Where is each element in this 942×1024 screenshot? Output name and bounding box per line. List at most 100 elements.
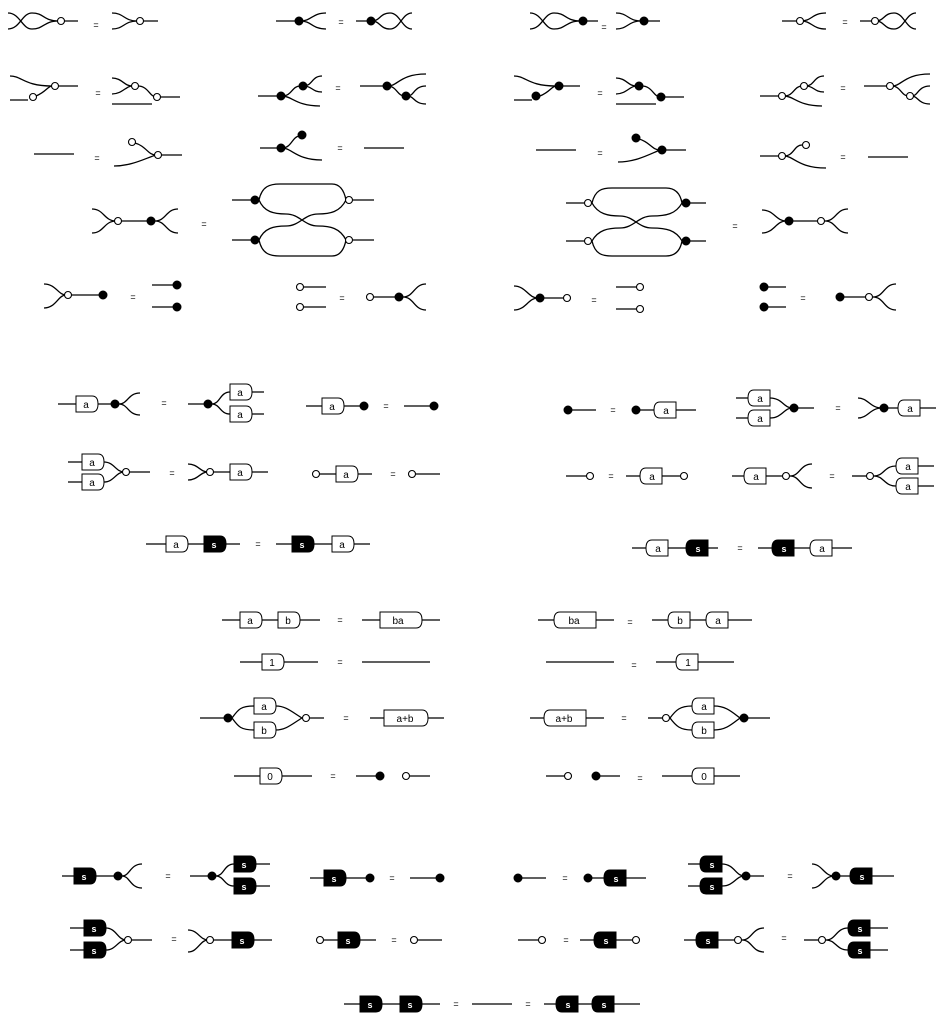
- equals-sign: =: [165, 871, 170, 881]
- white-node: [123, 935, 133, 945]
- s-gate-label: s: [857, 946, 862, 956]
- scalar-label: a: [173, 540, 179, 551]
- scalar-label: a: [663, 406, 669, 417]
- scalar-box: [75, 395, 99, 413]
- black-node: [681, 236, 691, 246]
- equals-sign: =: [562, 873, 567, 883]
- scalar-label: a+b: [397, 714, 414, 725]
- black-node: [207, 871, 217, 881]
- scalar-label: a: [715, 616, 721, 627]
- scalar-box: [81, 453, 105, 471]
- scalar-label: b: [701, 726, 707, 737]
- scalar-box: [691, 767, 715, 785]
- white-node: [407, 469, 417, 479]
- black-node: [639, 16, 649, 26]
- scalar-label: b: [677, 616, 683, 627]
- white-node: [816, 216, 826, 226]
- black-node: [879, 403, 889, 413]
- scalar-label: a: [907, 404, 913, 415]
- axiom-unit-copy: =: [295, 282, 427, 312]
- axiom-scalar-white-unit: a =: [311, 465, 440, 483]
- axiom-twist-black-merge: =: [529, 12, 660, 32]
- white-node: [315, 935, 325, 945]
- axiom-bialgebra-right: =: [566, 187, 849, 257]
- axiom-unit-one: 1 =: [240, 653, 430, 671]
- equals-sign: =: [201, 219, 206, 229]
- equals-sign: =: [597, 148, 602, 158]
- black-node: [98, 290, 108, 300]
- white-node: [344, 235, 354, 245]
- s-gate-label: s: [781, 544, 786, 554]
- s-gate-box: [337, 931, 361, 949]
- s-gate-label: s: [345, 936, 350, 946]
- axiom-white-associativity: =: [9, 75, 180, 105]
- s-gate-label: s: [407, 1000, 412, 1010]
- axiom-scalar-black-merge: a a = a: [736, 389, 936, 427]
- scalar-label: a: [757, 414, 763, 425]
- axiom-black-merge-white-delete: =: [513, 282, 645, 314]
- axiom-unit-one-reverse: = 1: [546, 653, 734, 671]
- section-ring-axioms: a b = ba ba = b a 1 = =: [200, 611, 770, 785]
- axiom-white-counit: =: [760, 140, 908, 169]
- white-node: [130, 81, 140, 91]
- white-node: [28, 92, 38, 102]
- scalar-box: [81, 473, 105, 491]
- scalar-box: [331, 535, 355, 553]
- axiom-zero: 0 =: [234, 767, 430, 785]
- equals-sign: =: [631, 660, 636, 670]
- scalar-box: [895, 457, 919, 475]
- equals-sign: =: [171, 934, 176, 944]
- scalar-box: [691, 697, 715, 715]
- black-node: [789, 403, 799, 413]
- black-node: [365, 873, 375, 883]
- s-gate-box: [593, 931, 617, 949]
- s-gate-label: s: [857, 924, 862, 934]
- scalar-label: ba: [568, 616, 580, 627]
- black-node: [535, 293, 545, 303]
- equals-sign: =: [840, 152, 845, 162]
- black-node: [784, 216, 794, 226]
- equals-sign: =: [330, 771, 335, 781]
- black-node: [513, 873, 523, 883]
- scalar-box: [239, 611, 263, 629]
- scalar-box: [277, 611, 301, 629]
- scalar-box: [165, 535, 189, 553]
- equals-sign: =: [601, 22, 606, 32]
- black-node: [172, 280, 182, 290]
- scalar-box: [897, 399, 921, 417]
- equals-sign: =: [840, 83, 845, 93]
- black-node: [681, 198, 691, 208]
- white-node: [152, 92, 162, 102]
- scalar-label: b: [285, 616, 291, 627]
- axiom-scalar-copy-black: a = a a: [58, 383, 264, 423]
- white-node: [562, 293, 572, 303]
- s-gate-box: [83, 919, 107, 937]
- s-gate-box: [695, 931, 719, 949]
- black-node: [429, 401, 439, 411]
- scalar-label: a: [343, 470, 349, 481]
- s-gate-box: [399, 995, 423, 1013]
- s-gate-box: [359, 995, 383, 1013]
- black-node: [298, 81, 308, 91]
- white-node: [401, 771, 411, 781]
- scalar-label: a: [649, 472, 655, 483]
- scalar-box: [705, 611, 729, 629]
- s-gate-box: [73, 867, 97, 885]
- s-gate-box: [603, 869, 627, 887]
- s-gate-box: [231, 931, 255, 949]
- white-node: [344, 195, 354, 205]
- white-node: [113, 216, 123, 226]
- equals-sign: =: [93, 20, 98, 30]
- white-node: [795, 16, 805, 26]
- black-node: [634, 81, 644, 91]
- white-node: [631, 935, 641, 945]
- black-node: [739, 713, 749, 723]
- equals-sign: =: [610, 405, 615, 415]
- scalar-box: [261, 653, 285, 671]
- axiom-s-white-unit: s =: [315, 931, 442, 949]
- s-gate-label: s: [695, 544, 700, 554]
- white-node: [817, 935, 827, 945]
- equals-sign: =: [383, 401, 388, 411]
- equals-sign: =: [453, 999, 458, 1009]
- s-gate-label: s: [705, 936, 710, 946]
